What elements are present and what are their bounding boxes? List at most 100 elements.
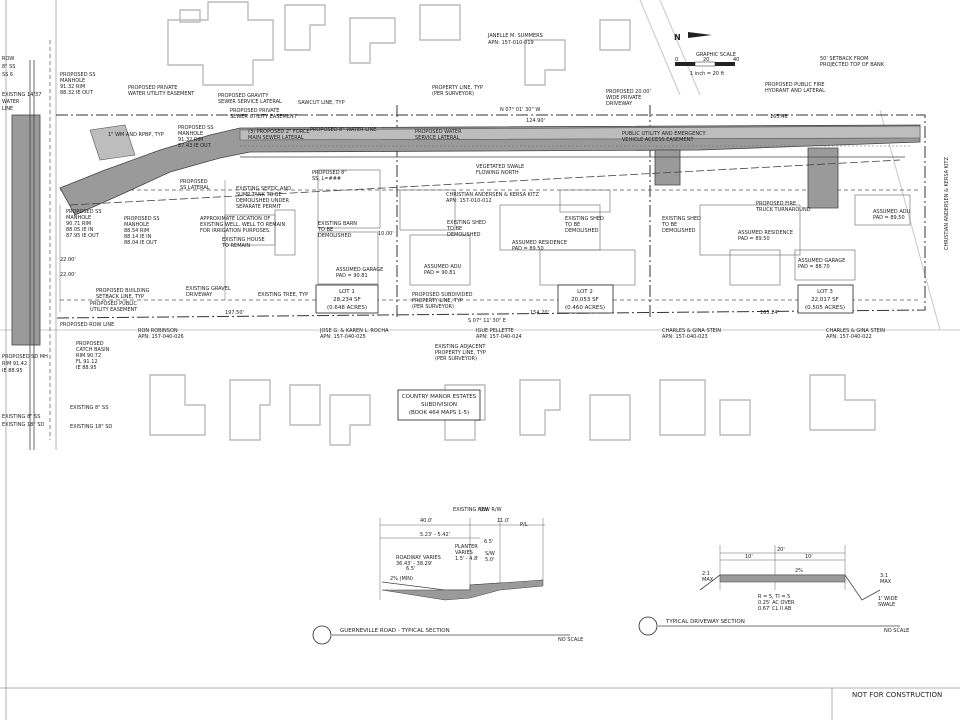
owners-bottom: RON ROBINSON APN: 157-040-026 JOSE G. & … <box>138 328 885 340</box>
driveway-section: 20' 10' 10' 2% 2:1 MAX 3:1 MAX R = 5, TI… <box>699 545 898 612</box>
svg-text:EXISTING SEPTIC AND: EXISTING SEPTIC AND <box>236 186 291 192</box>
svg-text:40.0': 40.0' <box>420 518 433 524</box>
svg-text:0.25' AC OVER: 0.25' AC OVER <box>758 600 795 606</box>
svg-text:ROADWAY VARIES: ROADWAY VARIES <box>396 555 441 561</box>
svg-text:MANHOLE: MANHOLE <box>178 131 203 137</box>
svg-text:TO BE: TO BE <box>317 227 333 233</box>
svg-text:EXISTING 8" SS: EXISTING 8" SS <box>2 414 40 420</box>
svg-text:P/L: P/L <box>520 522 528 528</box>
svg-text:TO BE: TO BE <box>446 226 462 232</box>
driveway-paving <box>59 124 921 216</box>
svg-text:S 07° 11' 30" E: S 07° 11' 30" E <box>468 318 506 324</box>
svg-text:EXISTING TREE, TYP: EXISTING TREE, TYP <box>258 292 308 298</box>
svg-text:(BOOK 464 MAPS 1-5): (BOOK 464 MAPS 1-5) <box>409 410 469 416</box>
svg-text:RON ROBINSON: RON ROBINSON <box>138 328 178 334</box>
svg-text:90.71 RIM: 90.71 RIM <box>66 221 91 227</box>
svg-text:165.24': 165.24' <box>760 310 779 316</box>
svg-text:EXISTING 18" SD: EXISTING 18" SD <box>70 424 112 430</box>
road-strip <box>5 0 57 720</box>
svg-text:APPROXIMATE LOCATION OF: APPROXIMATE LOCATION OF <box>200 216 270 222</box>
svg-text:PROPOSED SD MH: PROPOSED SD MH <box>2 354 48 360</box>
svg-text:NO SCALE: NO SCALE <box>558 637 583 643</box>
svg-text:SAWCUT LINE, TYP: SAWCUT LINE, TYP <box>298 100 345 106</box>
svg-text:FLOWING NORTH: FLOWING NORTH <box>476 170 519 176</box>
svg-text:ROW: ROW <box>2 56 14 62</box>
svg-text:APN: 157-040-023: APN: 157-040-023 <box>662 334 708 340</box>
svg-text:PROPOSED SS: PROPOSED SS <box>124 216 160 222</box>
svg-text:197.50': 197.50' <box>225 310 244 316</box>
svg-text:8" SS: 8" SS <box>2 64 15 70</box>
svg-text:2:1: 2:1 <box>702 571 710 577</box>
section-right-title: TYPICAL DRIVEWAY SECTION NO SCALE <box>638 616 909 636</box>
svg-text:10.00': 10.00' <box>378 231 394 237</box>
svg-text:36.43' - 38.29': 36.43' - 38.29' <box>396 561 432 567</box>
svg-text:PROPOSED WATER: PROPOSED WATER <box>415 129 462 135</box>
svg-text:APN: 157-040-026: APN: 157-040-026 <box>138 334 184 340</box>
right-owner: CHRISTIAN ANDERSEN & KERSA KITZ <box>944 157 950 250</box>
svg-text:(3) PROPOSED 2" FORCE: (3) PROPOSED 2" FORCE <box>248 129 310 135</box>
svg-text:1" WM AND RPBP, TYP: 1" WM AND RPBP, TYP <box>108 132 164 138</box>
svg-text:124.90': 124.90' <box>526 118 545 124</box>
svg-text:PAD = 89.50: PAD = 89.50 <box>512 246 544 252</box>
svg-text:10': 10' <box>805 554 813 560</box>
svg-text:PROPOSED PUBLIC: PROPOSED PUBLIC <box>90 301 138 307</box>
svg-text:PROPOSED SS: PROPOSED SS <box>60 72 96 78</box>
svg-text:1.5' - 4.8': 1.5' - 4.8' <box>455 556 479 562</box>
svg-text:EXISTING 14/37: EXISTING 14/37 <box>2 92 41 98</box>
svg-text:SEWER UTILITY EASEMENT: SEWER UTILITY EASEMENT <box>230 114 298 120</box>
svg-text:CHARLES & GINA STEIN: CHARLES & GINA STEIN <box>826 328 885 334</box>
svg-text:91.32 RIM: 91.32 RIM <box>178 137 203 143</box>
svg-text:UTILITY EASEMENT: UTILITY EASEMENT <box>90 307 138 313</box>
svg-text:TRUCK TURNAROUND: TRUCK TURNAROUND <box>755 207 811 213</box>
svg-text:S/W: S/W <box>485 551 495 557</box>
svg-text:LOT 2: LOT 2 <box>577 289 593 295</box>
svg-text:87.95 IE OUT: 87.95 IE OUT <box>66 233 100 239</box>
svg-text:DEMOLISHED: DEMOLISHED <box>447 232 481 238</box>
svg-text:1 inch = 20 ft: 1 inch = 20 ft <box>690 71 724 77</box>
svg-text:CHARLES & GINA STEIN: CHARLES & GINA STEIN <box>662 328 721 334</box>
svg-text:DEMOLISHED: DEMOLISHED <box>318 233 352 239</box>
svg-text:0: 0 <box>675 57 678 63</box>
svg-text:11.0': 11.0' <box>497 518 510 524</box>
svg-text:PROPOSED PUBLIC FIRE: PROPOSED PUBLIC FIRE <box>765 82 825 88</box>
svg-text:LOT 1: LOT 1 <box>339 289 355 295</box>
svg-text:NO SCALE: NO SCALE <box>884 628 909 634</box>
svg-text:ASSUMED GARAGE: ASSUMED GARAGE <box>336 267 383 273</box>
svg-text:EXISTING SHED: EXISTING SHED <box>662 216 701 222</box>
svg-text:JANELLE M. SUMMERS: JANELLE M. SUMMERS <box>487 33 543 39</box>
left-edge-labels: EXISTING 14/37 WATER LINE PROPOSED SD MH… <box>2 56 48 428</box>
svg-text:HYDRANT AND LATERAL: HYDRANT AND LATERAL <box>765 88 825 94</box>
svg-text:WATER: WATER <box>2 99 20 105</box>
utility-lines <box>59 156 905 312</box>
svg-text:28,234 SF: 28,234 SF <box>333 297 361 303</box>
svg-text:91.32 RIM: 91.32 RIM <box>60 84 85 90</box>
svg-text:PROPOSED: PROPOSED <box>76 341 104 347</box>
svg-text:ASSUMED ADU: ASSUMED ADU <box>424 264 462 270</box>
north-letter: N <box>674 33 681 42</box>
svg-text:20: 20 <box>703 57 709 63</box>
ghost-buildings-top <box>167 0 941 331</box>
svg-text:(0.460 ACRES): (0.460 ACRES) <box>565 305 605 311</box>
north-arrow: N GRAPHIC SCALE 0 20 40 1 inch = 20 ft <box>674 32 739 77</box>
svg-text:EXISTING ADJACENT: EXISTING ADJACENT <box>435 344 486 350</box>
svg-text:EXISTING 18" SD: EXISTING 18" SD <box>2 422 44 428</box>
svg-text:88.14 IE IN: 88.14 IE IN <box>124 234 152 240</box>
svg-text:PUBLIC UTILITY AND EMERGENCY: PUBLIC UTILITY AND EMERGENCY <box>622 131 706 137</box>
svg-text:10': 10' <box>745 554 753 560</box>
plan-labels-top: PROPOSED SS MANHOLE 91.32 RIM 88.32 IE O… <box>60 72 789 149</box>
svg-text:EXISTING WELL. WELL TO REMAIN: EXISTING WELL. WELL TO REMAIN <box>200 222 286 228</box>
svg-text:PAD = 89.50: PAD = 89.50 <box>873 215 905 221</box>
svg-text:PROPOSED ROW LINE: PROPOSED ROW LINE <box>60 322 114 328</box>
svg-text:ASSUMED RESIDENCE: ASSUMED RESIDENCE <box>738 230 793 236</box>
svg-text:88.32 IE OUT: 88.32 IE OUT <box>60 90 94 96</box>
svg-text:SUBDIVISION: SUBDIVISION <box>421 402 457 408</box>
subdivision-callout: COUNTRY MANOR ESTATES SUBDIVISION (BOOK … <box>397 389 481 421</box>
svg-text:MAX: MAX <box>880 579 892 585</box>
svg-text:CHRISTIAN ANDERSEN & KERSA KIT: CHRISTIAN ANDERSEN & KERSA KITZ <box>446 192 539 198</box>
plan-labels-left: PROPOSED SS MANHOLE 90.71 RIM 88.05 IE I… <box>60 209 308 430</box>
lot-1-box: LOT 1 28,234 SF (0.648 ACRES) <box>315 284 379 314</box>
lot-2-box: LOT 2 20,053 SF (0.460 ACRES) <box>557 284 614 314</box>
svg-text:PROJECTED TOP OF BANK: PROJECTED TOP OF BANK <box>820 62 885 68</box>
svg-text:PROPOSED 8" WATER LINE: PROPOSED 8" WATER LINE <box>310 127 376 133</box>
svg-text:IE 88.95: IE 88.95 <box>76 365 97 371</box>
